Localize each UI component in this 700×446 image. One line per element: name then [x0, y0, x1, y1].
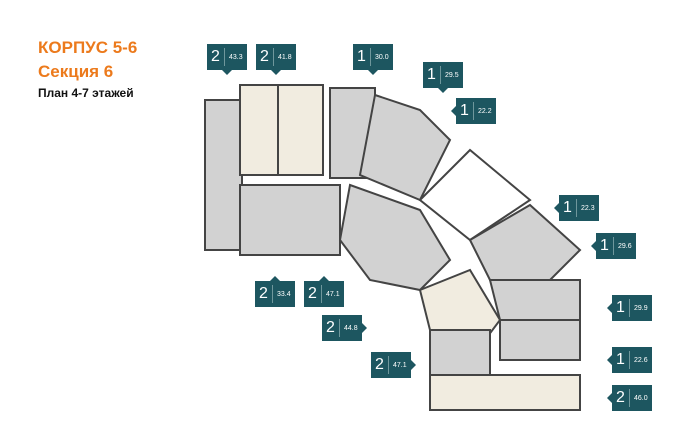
apartment-area: 44.8: [344, 324, 358, 332]
room-count: 1: [559, 199, 577, 217]
floor-plan-subtitle: План 4-7 этажей: [38, 86, 134, 100]
apartment-area: 30.0: [375, 53, 389, 61]
apartment-area: 22.3: [581, 204, 595, 212]
room-count: 2: [612, 389, 630, 407]
room-count: 2: [256, 48, 274, 66]
room-count: 1: [456, 102, 474, 120]
room-count: 2: [371, 356, 389, 374]
room-count: 1: [353, 48, 371, 66]
room-count: 1: [423, 66, 441, 84]
room-count: 2: [304, 285, 322, 303]
apartment-area: 29.6: [618, 242, 632, 250]
apartment-area: 22.2: [478, 107, 492, 115]
apartment-area: 41.8: [278, 53, 292, 61]
apartment-shape: [204, 99, 243, 251]
apartment-area: 22.6: [634, 356, 648, 364]
room-count: 2: [207, 48, 225, 66]
building-title: КОРПУС 5-6: [38, 38, 138, 57]
apartment-area: 33.4: [277, 290, 291, 298]
room-count: 1: [612, 299, 630, 317]
room-count: 1: [612, 351, 630, 369]
room-count: 2: [255, 285, 273, 303]
apartment-area: 29.9: [634, 304, 648, 312]
apartment-area: 29.5: [445, 71, 459, 79]
room-count: 2: [322, 319, 340, 337]
section-title: Секция 6: [38, 62, 114, 81]
room-count: 1: [596, 237, 614, 255]
apartment-area: 47.1: [393, 361, 407, 369]
apartment-area: 46.0: [634, 394, 648, 402]
apartment-area: 43.3: [229, 53, 243, 61]
apartment-area: 47.1: [326, 290, 340, 298]
